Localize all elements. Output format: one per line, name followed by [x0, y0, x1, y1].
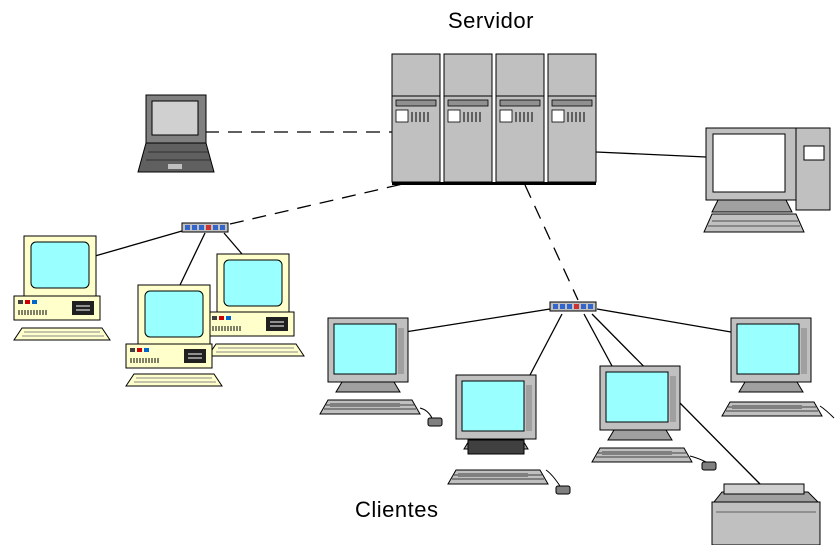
- hub-left-icon: [181, 222, 229, 233]
- server-label: Servidor: [448, 8, 534, 33]
- printer-icon: [711, 483, 821, 545]
- workstation-2: [125, 284, 223, 387]
- hub-left-link-dashed: [229, 179, 421, 225]
- hub-right-to-client2: [529, 313, 563, 376]
- connections: [94, 131, 761, 485]
- hub-right-to-client1: [404, 308, 551, 333]
- hub-left-to-pc3: [223, 232, 243, 255]
- client-2: [447, 374, 571, 495]
- hub-right-icon: [549, 301, 597, 312]
- server-icon: [391, 53, 597, 185]
- hub-right-to-client4: [596, 308, 732, 333]
- workstation-1: [13, 235, 111, 341]
- hub-left-to-pc1: [94, 230, 183, 257]
- hub-right-to-client3: [583, 313, 613, 367]
- desktop-link: [595, 151, 707, 158]
- client-4: [721, 317, 835, 419]
- hub-right-link-dashed: [524, 184, 579, 301]
- client-3: [591, 365, 717, 471]
- laptop-icon: [137, 94, 215, 173]
- clients-label: Clientes: [355, 497, 439, 522]
- desktop-computer-icon: [703, 127, 831, 233]
- workstation-3: [207, 253, 305, 357]
- client-1: [319, 317, 443, 427]
- hub-left-to-pc2: [179, 232, 206, 286]
